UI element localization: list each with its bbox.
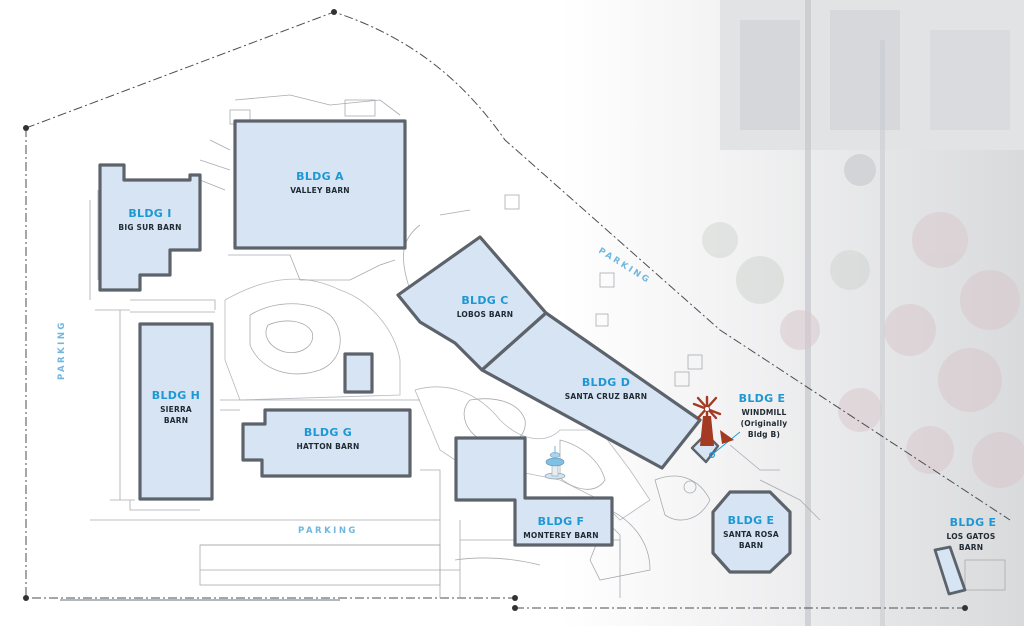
building-h-label-line1: SIERRA [160,405,192,414]
building-h-name: BLDG H [152,389,200,402]
building-e-los-gatos-label-line2: BARN [959,543,983,552]
windmill-icon [692,395,734,446]
building-d-label: SANTA CRUZ BARN [565,392,647,401]
fountain-icon [544,446,566,480]
building-h[interactable]: BLDG H SIERRA BARN [138,322,214,501]
building-e-santa-rosa-name: BLDG E [728,514,775,527]
building-e-santa-rosa-label-line1: SANTA ROSA [723,530,779,539]
building-a-name: BLDG A [296,170,344,183]
building-f-name: BLDG F [538,515,585,528]
building-i-name: BLDG I [128,207,171,220]
building-g[interactable]: BLDG G HATTON BARN [241,408,412,478]
property-boundary [23,9,1011,611]
small-structure [343,352,374,394]
building-f[interactable]: BLDG F MONTEREY BARN [454,436,614,547]
building-d-name: BLDG D [582,376,630,389]
building-e-los-gatos-label-line1: LOS GATOS [947,532,996,541]
building-d[interactable]: BLDG D SANTA CRUZ BARN [480,311,702,470]
building-e-windmill-label-line3: Bldg B) [748,430,780,439]
building-g-label: HATTON BARN [297,442,360,451]
building-e-los-gatos-name: BLDG E [950,516,997,529]
building-i-label: BIG SUR BARN [118,223,181,232]
building-a-label: VALLEY BARN [290,186,350,195]
building-i[interactable]: BLDG I BIG SUR BARN [98,163,202,292]
building-e-windmill-label-line1: WINDMILL [742,408,787,417]
building-e-los-gatos[interactable]: BLDG E LOS GATOS BARN [933,516,997,596]
building-h-label-line2: BARN [164,416,188,425]
parking-label-south: PARKING [298,526,358,536]
building-e-santa-rosa-label-line2: BARN [739,541,763,550]
building-g-name: BLDG G [304,426,352,439]
building-a[interactable]: BLDG A VALLEY BARN [233,119,407,250]
building-e-santa-rosa[interactable]: BLDG E SANTA ROSA BARN [711,490,792,574]
building-c-label: LOBOS BARN [457,310,514,319]
building-e-windmill-name: BLDG E [739,392,786,405]
parking-label-west: PARKING [57,320,67,380]
building-f-label: MONTEREY BARN [523,531,598,540]
building-e-windmill-label-line2: (Originally [741,419,788,428]
building-c-name: BLDG C [461,294,508,307]
background-photo [560,0,1024,626]
